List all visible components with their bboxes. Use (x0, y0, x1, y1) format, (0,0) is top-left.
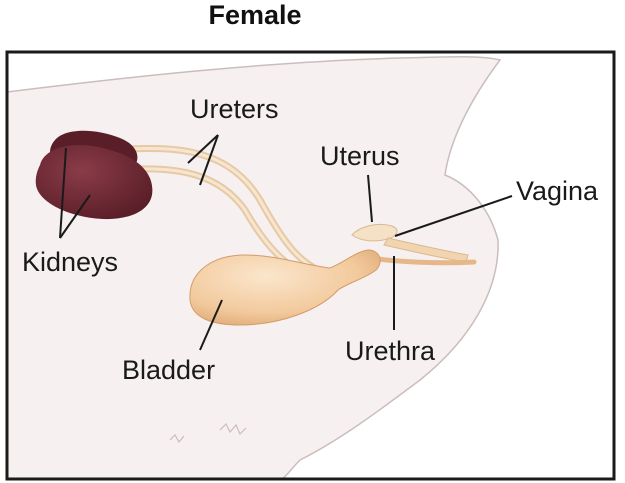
diagram-frame (5, 50, 616, 481)
leader-ureters-1 (187, 134, 219, 164)
label-kidneys: Kidneys (22, 247, 118, 277)
bladder (189, 249, 381, 326)
label-ureters: Ureters (190, 94, 279, 124)
leader-bladder (199, 299, 223, 351)
label-urethra: Urethra (345, 336, 436, 366)
leader-vagina (394, 195, 513, 237)
leader-kidneys-1 (59, 147, 67, 239)
diagram-title: Female (208, 0, 302, 30)
fur-tuft-1 (219, 422, 247, 436)
label-vagina: Vagina (516, 176, 599, 206)
ureter-upper-highlight (113, 147, 332, 277)
label-bladder: Bladder (122, 355, 215, 385)
label-uterus: Uterus (320, 141, 400, 171)
fur-tuft-2 (169, 434, 185, 444)
leader-kidneys-2 (59, 194, 91, 239)
uterus (351, 223, 398, 242)
leader-uterus (367, 174, 373, 223)
leader-ureters-2 (199, 134, 219, 186)
